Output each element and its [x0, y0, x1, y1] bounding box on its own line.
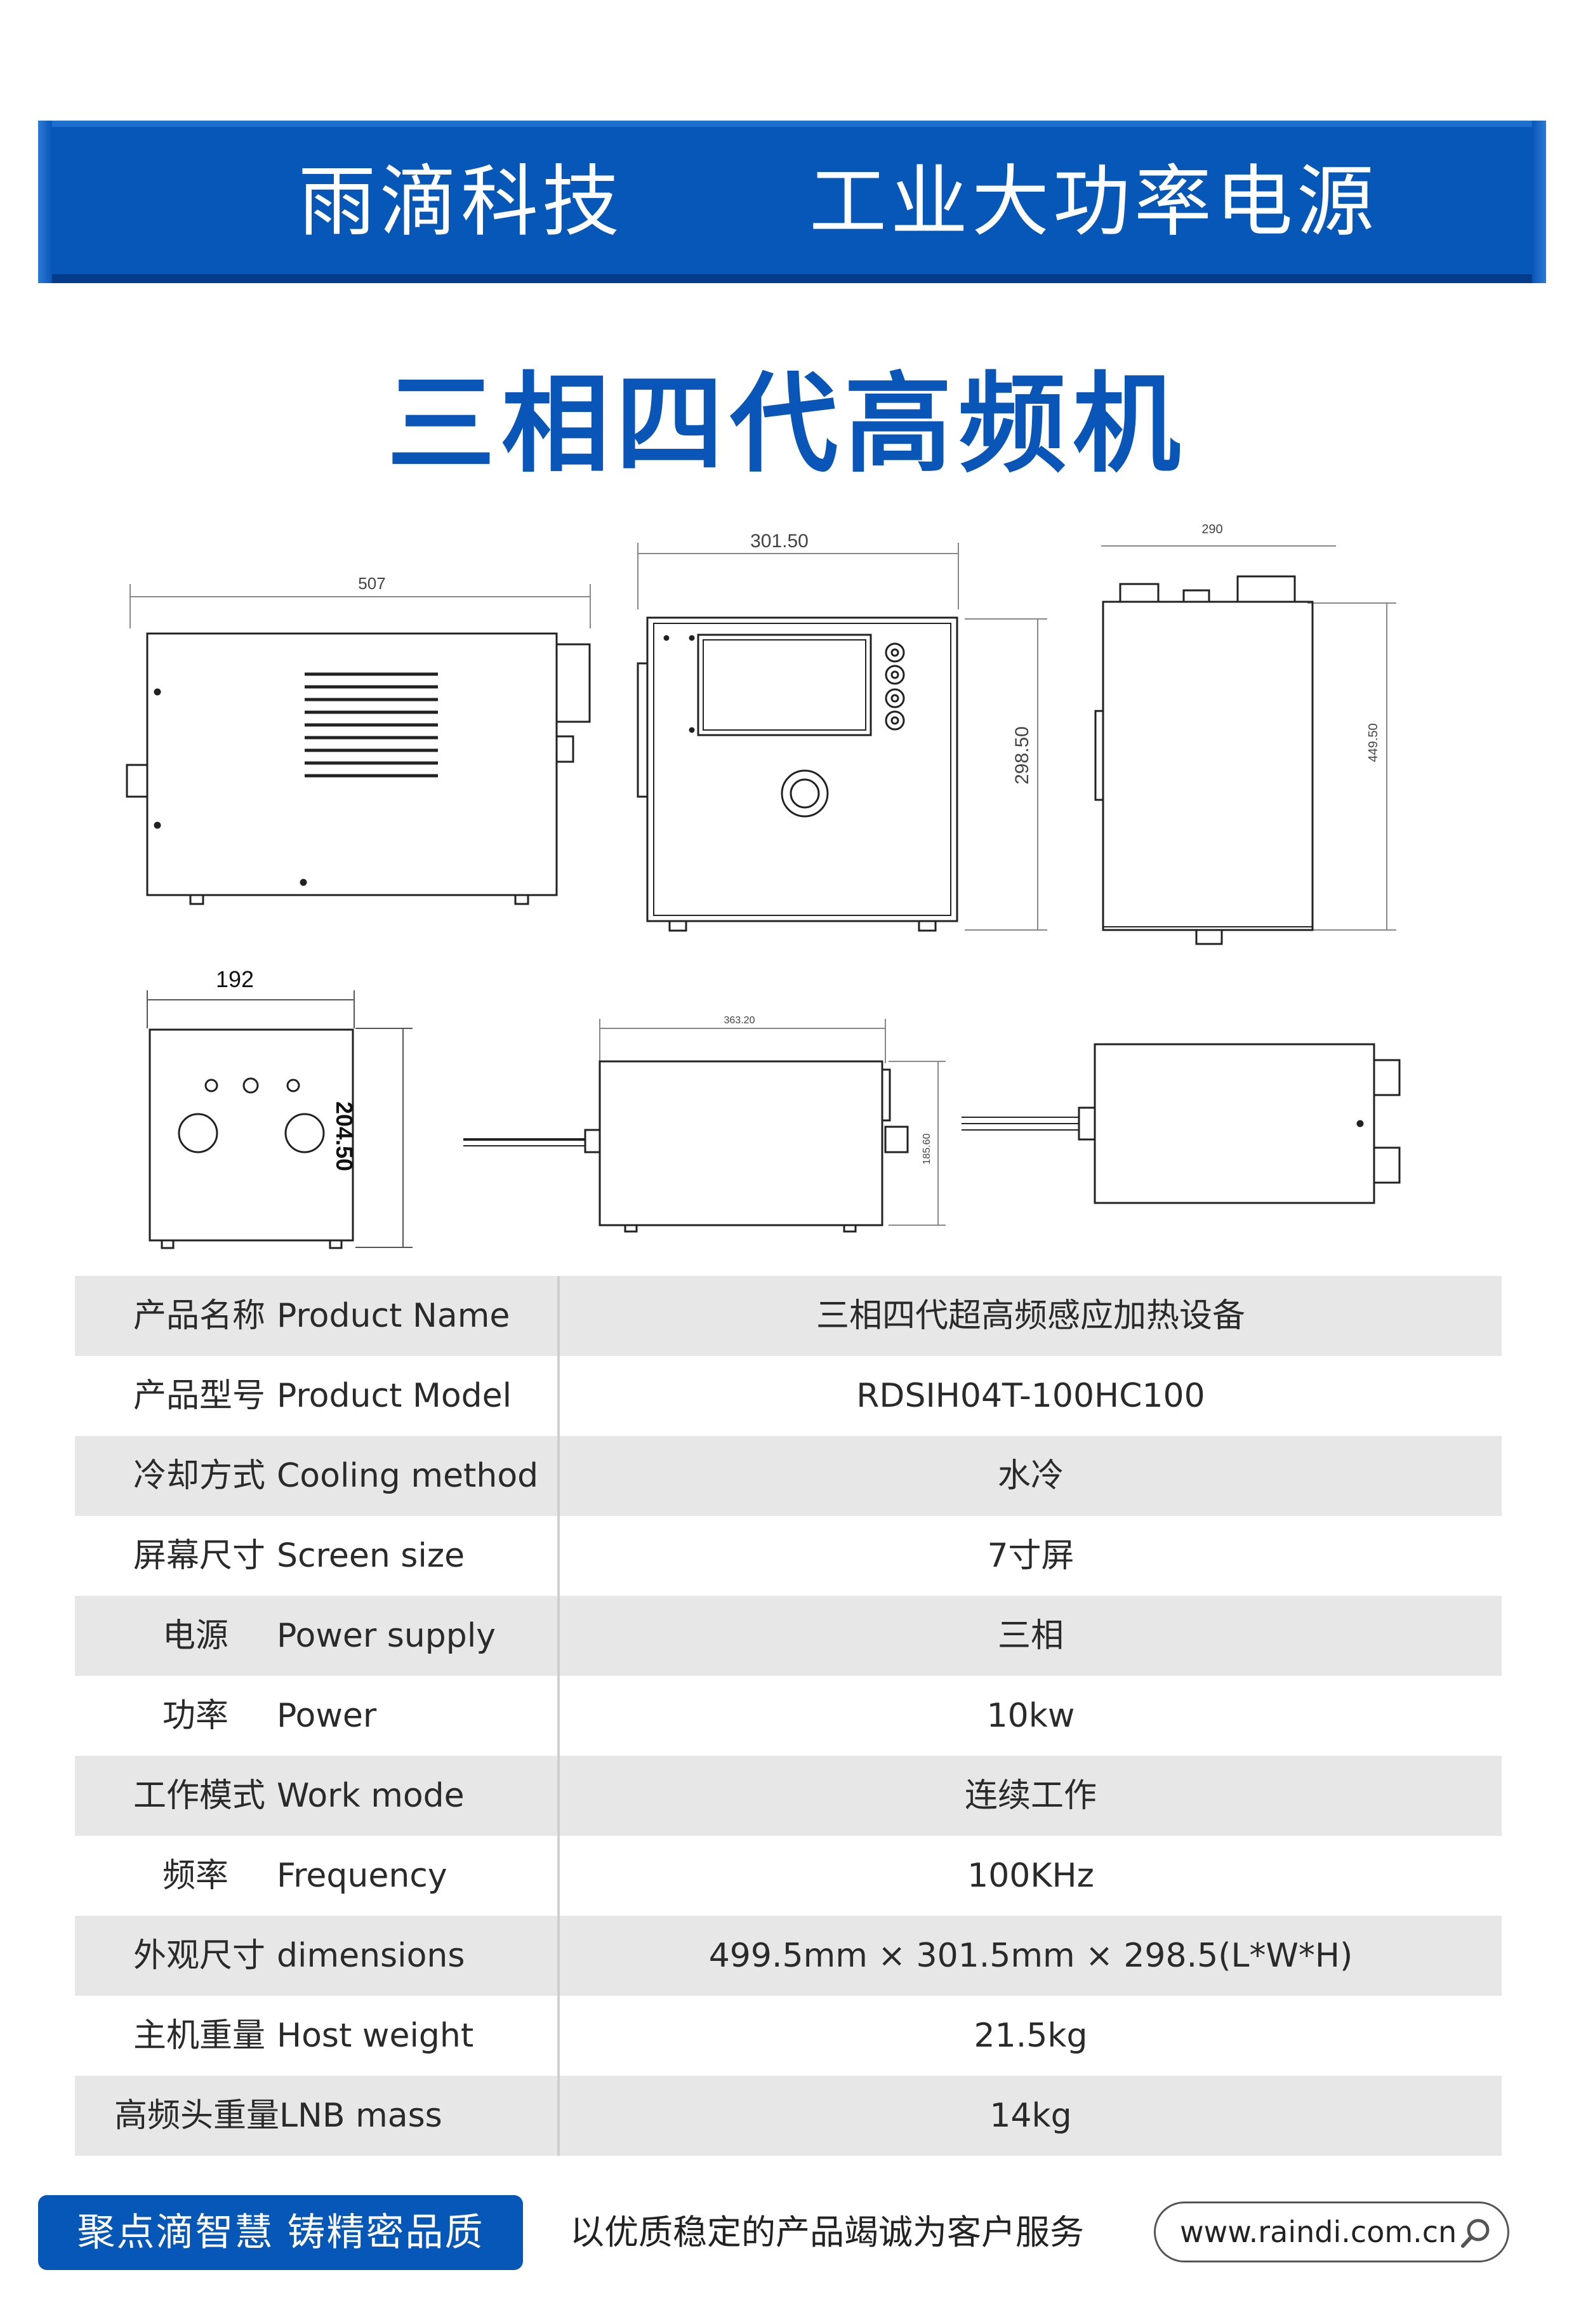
spec-value: 三相 [997, 1617, 1064, 1655]
spec-value: 21.5kg [974, 2017, 1088, 2055]
drawing-head-front [147, 990, 413, 1249]
spec-row: 产品型号 Product Model RDSIH04T-100HC100 [75, 1356, 1502, 1436]
spec-value: 100KHz [967, 1857, 1094, 1895]
spec-table: 产品名称 Product Name 三相四代超高频感应加热设备产品型号 Product… [75, 1276, 1502, 2156]
dim-top-width: 301.50 [750, 531, 809, 552]
spec-label-zh: 冷却方式 [133, 1457, 266, 1495]
spec-label: 主机重量 Host weight [75, 1996, 557, 2076]
drawing-front-view [637, 543, 1047, 932]
drawing-head-top [962, 1043, 1401, 1204]
spec-divider [557, 1756, 560, 1836]
website-url[interactable]: www.raindi.com.cn [1180, 2215, 1457, 2249]
spec-divider [557, 1276, 560, 1356]
spec-value: RDSIH04T-100HC100 [856, 1377, 1205, 1415]
dim-side-height: 449.50 [1366, 723, 1380, 762]
page-title: 三相四代高频机 [387, 362, 1187, 488]
spec-label: 外观尺寸 dimensions [75, 1916, 557, 1996]
spec-label: 冷却方式 Cooling method [75, 1436, 557, 1516]
spec-label-en: Power supply [277, 1617, 496, 1655]
spec-label: 屏幕尺寸 Screen size [75, 1516, 557, 1596]
spec-label: 功率 Power [75, 1676, 557, 1756]
spec-label-en: dimensions [277, 1937, 465, 1975]
spec-label-zh: 功率 [162, 1697, 229, 1735]
spec-label: 产品型号 Product Model [75, 1356, 557, 1436]
banner-bevel-left [38, 121, 52, 283]
spec-label-en: Product Name [277, 1297, 510, 1335]
spec-divider [557, 1436, 560, 1516]
spec-row: 工作模式 Work mode 连续工作 [75, 1756, 1502, 1836]
dim-head-height: 204.50 [331, 1101, 357, 1171]
spec-divider [557, 1836, 560, 1916]
spec-label-zh: 频率 [162, 1857, 229, 1895]
spec-row: 频率 Frequency 100KHz [75, 1836, 1502, 1916]
drawing-head-side [463, 1019, 946, 1233]
spec-divider [557, 1676, 560, 1756]
spec-divider [557, 2076, 560, 2156]
spec-row: 屏幕尺寸 Screen size 7寸屏 [75, 1516, 1502, 1596]
spec-label-zh: 电源 [162, 1617, 229, 1655]
spec-label-en: Product Model [277, 1377, 512, 1415]
drawing-end-view [1094, 545, 1396, 945]
spec-label: 频率 Frequency [75, 1836, 557, 1916]
banner-bevel-right [1532, 121, 1546, 283]
spec-label-zh: 工作模式 [133, 1777, 266, 1815]
spec-row: 产品名称 Product Name 三相四代超高频感应加热设备 [75, 1276, 1502, 1356]
spec-value: 14kg [989, 2097, 1072, 2135]
company-name: 雨滴科技 [298, 157, 623, 247]
spec-row: 主机重量 Host weight 21.5kg [75, 1996, 1502, 2076]
spec-value: 499.5mm × 301.5mm × 298.5(L*W*H) [708, 1937, 1353, 1975]
spec-label-en: Screen size [277, 1537, 465, 1575]
spec-label-en: LNB mass [279, 2097, 442, 2135]
spec-divider [557, 1516, 560, 1596]
service-statement: 以优质稳定的产品竭诚为客户服务 [570, 2212, 1084, 2252]
spec-divider [557, 1916, 560, 1996]
spec-value: 10kw [986, 1697, 1075, 1735]
dim-head-side-length: 363.20 [724, 1015, 755, 1026]
spec-divider [557, 1996, 560, 2076]
spec-divider [557, 1356, 560, 1436]
spec-label-zh: 主机重量 [133, 2017, 266, 2055]
dim-head-side-height: 185.60 [922, 1133, 932, 1164]
spec-label: 电源 Power supply [75, 1596, 557, 1676]
spec-row: 冷却方式 Cooling method 水冷 [75, 1436, 1502, 1516]
search-icon[interactable] [1457, 2215, 1495, 2253]
spec-label-en: Host weight [277, 2017, 474, 2055]
spec-label-zh: 高频头重量 [114, 2097, 280, 2135]
technical-drawings: 507 301.50 298.50 290 449.50 192 204.50 … [126, 522, 1401, 1249]
spec-row: 功率 Power 10kw [75, 1676, 1502, 1756]
spec-row: 电源 Power supply 三相 [75, 1596, 1502, 1676]
spec-label-zh: 外观尺寸 [133, 1937, 266, 1975]
spec-value: 三相四代超高频感应加热设备 [816, 1297, 1245, 1335]
spec-label-en: Work mode [277, 1777, 465, 1815]
spec-value: 水冷 [997, 1457, 1064, 1495]
spec-value: 连续工作 [964, 1777, 1097, 1815]
spec-label-en: Frequency [277, 1857, 447, 1895]
header-banner: 雨滴科技 工业大功率电源 [38, 121, 1546, 283]
drawings-svg: 507 301.50 298.50 290 449.50 192 204.50 … [126, 522, 1401, 1249]
spec-label-zh: 产品型号 [133, 1377, 266, 1415]
slogan-badge: 聚点滴智慧 铸精密品质 [38, 2195, 523, 2270]
spec-value: 7寸屏 [987, 1537, 1075, 1575]
spec-row: 外观尺寸 dimensions 499.5mm × 301.5mm × 298.5(… [75, 1916, 1502, 1996]
spec-label-zh: 屏幕尺寸 [133, 1537, 266, 1575]
dim-head-width: 192 [216, 966, 254, 992]
dim-front-height: 298.50 [1012, 726, 1033, 785]
drawing-side-view [126, 584, 591, 905]
spec-label-zh: 产品名称 [133, 1297, 266, 1335]
website-search-box[interactable]: www.raindi.com.cn [1154, 2201, 1509, 2262]
spec-label-en: Power [277, 1697, 377, 1735]
dim-front-width: 507 [358, 574, 385, 593]
spec-divider [557, 1596, 560, 1676]
spec-label-en: Cooling method [277, 1457, 539, 1495]
dim-side-width: 290 [1201, 522, 1222, 536]
spec-label: 工作模式 Work mode [75, 1756, 557, 1836]
spec-label: 产品名称 Product Name [75, 1276, 557, 1356]
product-category: 工业大功率电源 [809, 157, 1378, 247]
